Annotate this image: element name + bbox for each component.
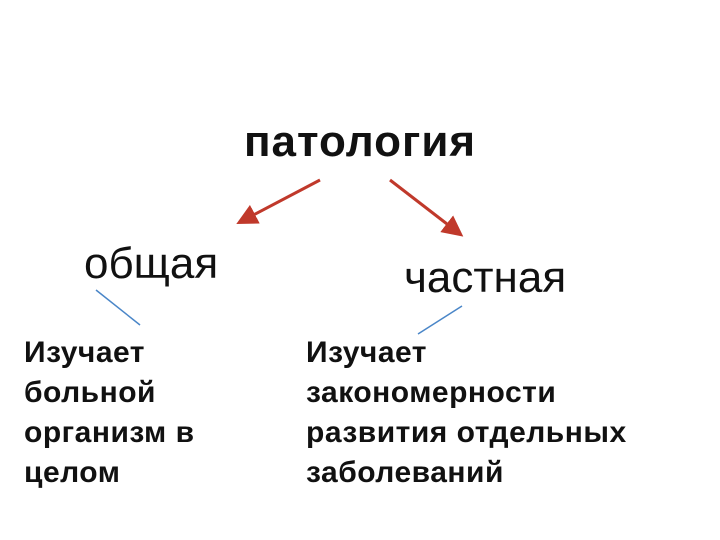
arrow-to-special: [389, 178, 464, 237]
link-general-description: [95, 289, 141, 326]
branch-label-general: общая: [84, 239, 219, 288]
description-general: Изучает больной организм в целом: [24, 333, 294, 493]
description-line: закономерности: [306, 376, 557, 409]
description-line: заболеваний: [306, 456, 504, 489]
link-special-description: [417, 305, 463, 335]
root-concept-label: патология: [243, 117, 477, 166]
branch-label-special: частная: [404, 253, 567, 302]
description-line: развития отдельных: [306, 416, 627, 449]
description-line: целом: [24, 456, 121, 489]
description-line: Изучает: [306, 336, 427, 369]
description-line: больной: [24, 376, 156, 409]
arrow-to-general: [236, 178, 321, 224]
description-line: организм в: [24, 416, 195, 449]
description-special: Изучает закономерности развития отдельны…: [306, 333, 716, 493]
description-line: Изучает: [24, 336, 145, 369]
